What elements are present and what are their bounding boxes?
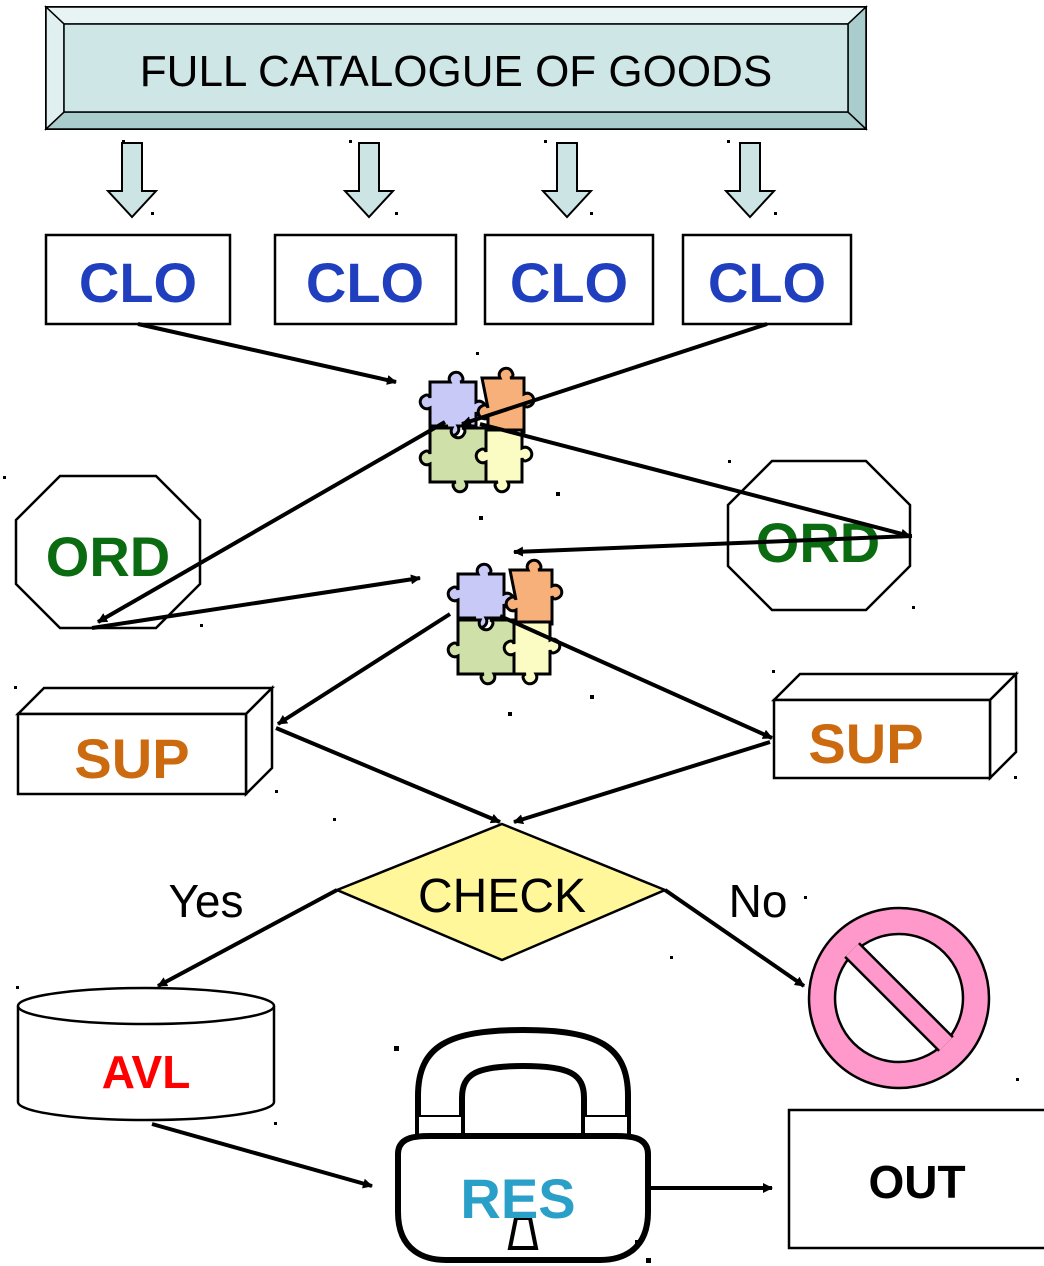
arrow-ord-left-to-puzzle [91, 574, 421, 630]
ord-node-left: ORD [14, 474, 202, 630]
clo-label: CLO [79, 251, 197, 314]
clo-box-1: CLO [44, 233, 232, 326]
puzzle-icon-top [418, 366, 536, 494]
arrow-check-no-to-stop [663, 888, 806, 988]
avl-label: AVL [102, 1046, 191, 1098]
arrow-puzzle-to-sup-left [276, 612, 452, 726]
avl-database: AVL [16, 986, 276, 1122]
arrow-clo4-to-puzzle [461, 322, 768, 426]
no-label: No [729, 875, 788, 927]
check-decision: CHECK [333, 822, 669, 962]
arrow-puzzle-to-ord-right [479, 422, 911, 539]
no-entry-icon [807, 906, 991, 1090]
arrow-avl-to-res [151, 1122, 373, 1189]
catalogue-header: FULL CATALOGUE OF GOODS [44, 5, 868, 131]
catalogue-title: FULL CATALOGUE OF GOODS [140, 47, 772, 96]
res-lock: RES [395, 1026, 651, 1263]
check-label: CHECK [418, 870, 586, 923]
out-label: OUT [868, 1156, 965, 1208]
down-arrow-2 [342, 142, 396, 219]
arrow-sup-left-to-check [275, 726, 501, 824]
clo-label: CLO [708, 251, 826, 314]
res-label: RES [460, 1167, 575, 1230]
clo-box-3: CLO [483, 233, 655, 326]
clo-box-2: CLO [273, 233, 458, 326]
ord-label: ORD [46, 525, 170, 588]
clo-label: CLO [306, 251, 424, 314]
arrow-puzzle-to-sup-right [499, 614, 773, 740]
out-box: OUT [787, 1108, 1044, 1250]
down-arrow-1 [105, 142, 159, 219]
arrow-check-yes-to-avl [157, 888, 338, 988]
clo-box-4: CLO [681, 233, 853, 326]
down-arrow-4 [723, 142, 777, 219]
yes-label: Yes [168, 875, 243, 927]
puzzle-icon-middle [446, 558, 564, 686]
decorative-dots [3, 140, 1019, 1263]
clo-label: CLO [510, 251, 628, 314]
connectors [91, 322, 913, 1193]
arrow-clo1-to-puzzle [137, 322, 397, 385]
sup-label: SUP [808, 712, 923, 775]
arrow-puzzle-to-ord-left [97, 420, 446, 624]
sup-node-left: SUP [14, 684, 276, 798]
arrow-sup-right-to-check [513, 740, 771, 825]
sup-label: SUP [74, 727, 189, 790]
arrow-ord-right-to-puzzle [513, 534, 913, 557]
sup-node-right: SUP [770, 670, 1020, 782]
down-arrow-3 [540, 142, 594, 219]
